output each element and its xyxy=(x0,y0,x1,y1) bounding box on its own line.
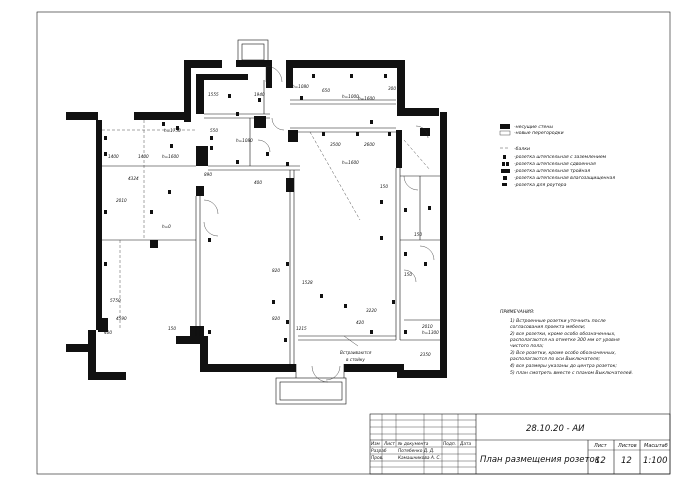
dim-label: 3500 xyxy=(330,142,341,147)
note-line: согласования проекта мебели; xyxy=(510,324,586,330)
partitions xyxy=(102,39,440,405)
dimension-labels: h=1080 h=1000 650 h=1600 300 1555 1940 5… xyxy=(104,84,439,357)
tb-role: Пров. xyxy=(371,455,384,461)
sheet-frame xyxy=(36,11,671,475)
dim-label: 4590 xyxy=(116,316,127,321)
annotation-line: в стойку xyxy=(346,357,365,362)
tb-col-header: Изм xyxy=(371,441,380,447)
dim-label: 820 xyxy=(272,316,280,321)
dim-label: 150 xyxy=(414,232,422,237)
dim-label: 1555 xyxy=(208,92,219,97)
tb-col-header: Лист xyxy=(383,441,395,447)
dim-label: h=1600 xyxy=(342,160,359,165)
document-code: 28.10.20 - АИ xyxy=(526,424,585,434)
dim-label: 1215 xyxy=(296,326,307,331)
dim-label: 1940 xyxy=(254,92,265,97)
dim-label: 4324 xyxy=(128,176,139,181)
dim-label: h=0 xyxy=(162,224,171,229)
tb-name: Потебенко Д. Д. xyxy=(398,448,435,454)
legend-item: -розетка штепсельная сдвоенная xyxy=(514,162,596,167)
dim-label: 5750 xyxy=(110,298,121,303)
notes: ПРИМЕЧАНИЯ: 1) Встроенные розетки уточни… xyxy=(500,309,633,376)
dim-label: 820 xyxy=(272,268,280,273)
dim-label: 2350 xyxy=(420,352,431,357)
dim-label: h=1080 xyxy=(292,84,309,89)
tb-col-header: № документа xyxy=(397,441,429,447)
dim-label: 550 xyxy=(210,128,218,133)
dim-label: 2010 xyxy=(422,324,433,329)
legend-item: -несущие стены xyxy=(514,125,553,130)
dim-label: h=1750 xyxy=(164,128,181,133)
dim-label: 2600 xyxy=(364,142,375,147)
dim-label: 890 xyxy=(204,172,212,177)
dim-label: h=1600 xyxy=(358,96,375,101)
tb-col-header: Подп. xyxy=(443,441,456,447)
tb-col-header: Дата xyxy=(459,441,471,447)
note-line: располагаются на отметке 300 мм от уровн… xyxy=(509,337,620,343)
tb-role: Разраб xyxy=(371,448,387,454)
tb-sheet-label: Лист xyxy=(593,443,608,449)
legend-item: -балки xyxy=(514,146,530,152)
sheet-title: План размещения розеток xyxy=(480,455,601,465)
dim-label: 400 xyxy=(254,180,262,185)
dim-label: h=1300 xyxy=(422,330,439,335)
tb-scale-label: Масштаб xyxy=(644,443,668,449)
dim-label: 150 xyxy=(404,272,412,277)
dim-label: 150 xyxy=(168,326,176,331)
tb-sheet-value: 12 xyxy=(595,456,606,466)
legend-item: -розетка штепсельная влагозащищенная xyxy=(514,176,615,181)
dim-label: 1528 xyxy=(302,280,313,285)
dim-label: h=1080 xyxy=(236,138,253,143)
note-line: 4) все размеры указаны до центра розеток… xyxy=(510,363,617,369)
legend-item: -розетка штепсельная тройная xyxy=(514,168,590,174)
tb-scale-value: 1:100 xyxy=(643,456,668,466)
notes-heading: ПРИМЕЧАНИЯ: xyxy=(500,309,535,315)
dim-label: h=1600 xyxy=(162,154,179,159)
legend-item: -розетка штепсельная с заземлением xyxy=(514,155,607,160)
dim-label: 300 xyxy=(388,86,396,91)
note-line: 3) Все розетки, кроме особо обозначенных… xyxy=(510,350,616,356)
tb-sheets-value: 12 xyxy=(621,456,632,466)
annotation-line: ресепшен xyxy=(343,364,366,369)
tb-sheets-label: Листов xyxy=(617,443,637,449)
dim-label: 1400 xyxy=(138,154,149,159)
doors xyxy=(203,65,435,383)
tb-name: Камашникова А. С. xyxy=(398,455,441,461)
note-line: чистого пола; xyxy=(510,344,544,349)
dim-label: 2010 xyxy=(116,198,127,203)
annotation-line: Встраиваются xyxy=(340,350,372,355)
socket-symbols xyxy=(104,74,431,342)
dim-label: 420 xyxy=(356,320,364,325)
note-line: 5) план смотреть вместе с планом Выключа… xyxy=(510,370,633,376)
dim-label: 400 xyxy=(104,330,112,335)
reception-annotation: Встраиваются в стойку ресепшен xyxy=(340,335,372,369)
note-line: располагаются по оси Выключателя; xyxy=(509,356,600,362)
legend-item: -новые перегородки xyxy=(514,131,564,136)
dim-label: 3220 xyxy=(366,308,377,313)
dim-label: h=1000 xyxy=(342,94,359,99)
legend-item: -розетка для роутера xyxy=(514,183,567,188)
beams xyxy=(102,120,431,330)
dim-label: 1400 xyxy=(108,154,119,159)
dim-label: 650 xyxy=(322,88,330,93)
legend: -несущие стены -новые перегородки -балки… xyxy=(499,124,615,188)
title-block: Изм Лист № документа Подп. Дата Разраб П… xyxy=(369,413,671,475)
dim-label: 150 xyxy=(380,184,388,189)
load-bearing-walls xyxy=(66,60,447,380)
note-line: 1) Встроенные розетки уточнить после xyxy=(510,318,606,324)
note-line: 2) все розетки, кроме особо обозначенных… xyxy=(510,331,616,337)
